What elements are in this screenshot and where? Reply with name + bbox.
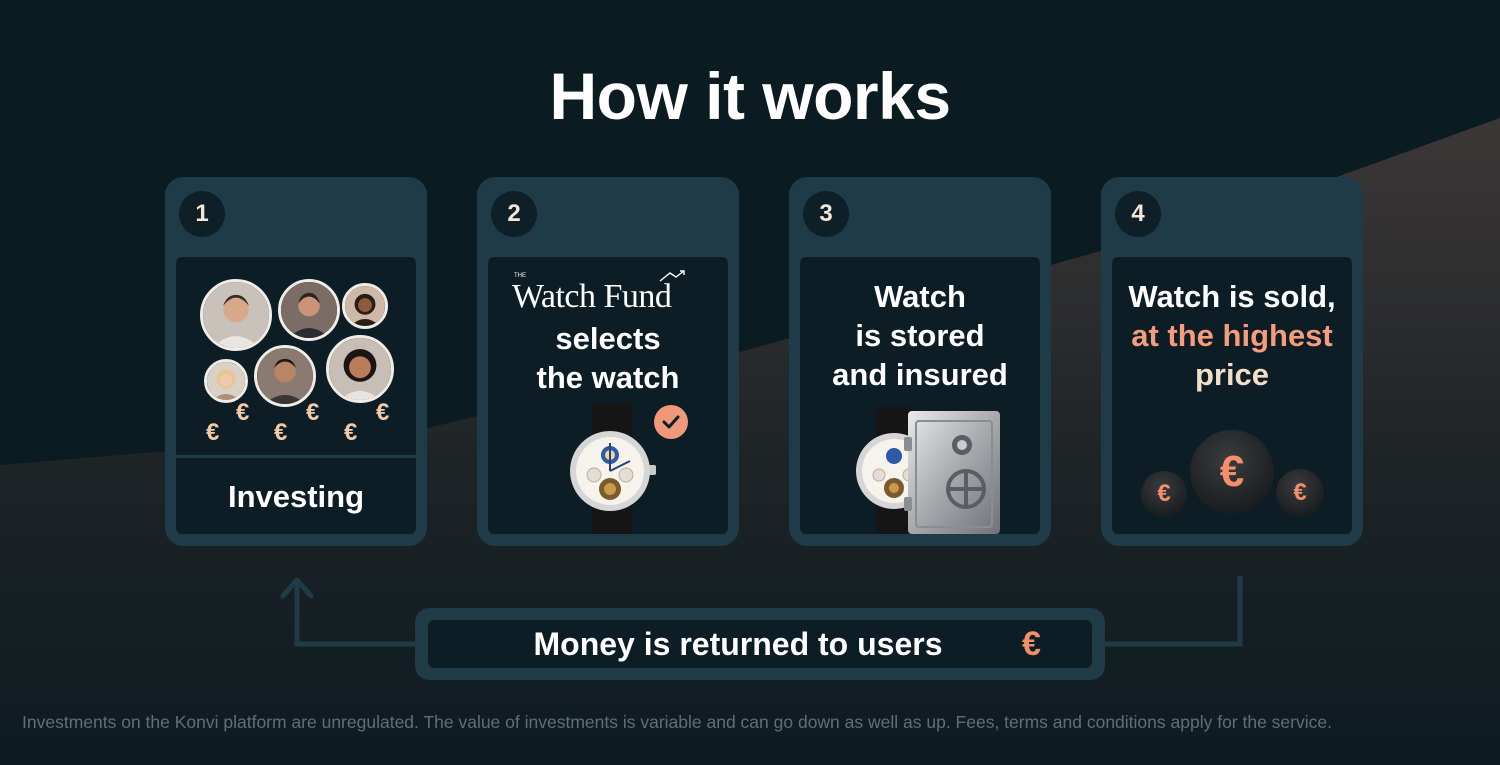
- euro-icon: €: [236, 399, 250, 426]
- euro-coin-icon: €: [1141, 471, 1187, 517]
- step-card-selects: 2 THE Watch Fund selects the watch: [477, 177, 739, 546]
- euro-icon: €: [306, 399, 320, 426]
- avatar: [326, 335, 394, 403]
- step-text-line1: Watch: [874, 279, 966, 314]
- step-label: Investing: [227, 479, 365, 514]
- check-icon: [654, 405, 688, 439]
- avatar: [200, 279, 272, 351]
- euro-icon: €: [206, 419, 220, 446]
- step-text-line1: Watch is sold,: [1128, 279, 1336, 314]
- money-returned-label: Money is returned to users: [533, 626, 943, 662]
- euro-icon: €: [344, 419, 358, 446]
- panel-divider: [176, 455, 416, 458]
- step-panel: THE Watch Fund selects the watch: [488, 257, 728, 534]
- logo-small-text: THE: [514, 273, 526, 279]
- euro-coin-icon: €: [1276, 469, 1324, 517]
- avatar: [278, 279, 340, 341]
- euro-coin-icon: €: [1190, 430, 1274, 514]
- step-panel: Watch is stored and insured: [800, 257, 1040, 534]
- watch-image: [570, 403, 656, 534]
- euro-icon: €: [1022, 625, 1041, 663]
- step-text-line2: at the highest: [1131, 318, 1333, 353]
- step-number-badge: 2: [491, 191, 537, 237]
- page-title: How it works: [549, 59, 951, 133]
- step-card-stored: 3 Watch is stored and insured: [789, 177, 1051, 546]
- step-text-line1: selects: [555, 321, 661, 356]
- avatar: [342, 283, 388, 329]
- step-text-line3: price: [1194, 357, 1270, 392]
- watch-fund-logo: THE Watch Fund: [512, 270, 685, 313]
- step-text-line2: is stored: [855, 318, 985, 353]
- avatar: [254, 345, 316, 407]
- safe-image: [904, 411, 1000, 534]
- step-number-badge: 1: [179, 191, 225, 237]
- step-panel: € € € € € € Investing: [176, 257, 416, 534]
- avatar: [204, 359, 248, 403]
- step-number-badge: 3: [803, 191, 849, 237]
- euro-icon: €: [376, 399, 390, 426]
- money-returned-panel: Money is returned to users €: [428, 620, 1092, 668]
- step-text-line3: and insured: [832, 357, 1008, 392]
- step-card-investing: 1 € € € € € € Investing: [165, 177, 427, 546]
- step-number-badge: 4: [1115, 191, 1161, 237]
- step-text-line2: the watch: [536, 360, 680, 395]
- step-card-sold: 4 Watch is sold, at the highest price € …: [1101, 177, 1363, 546]
- euro-icon: €: [274, 419, 288, 446]
- step-panel: Watch is sold, at the highest price € € …: [1112, 257, 1352, 534]
- logo-text: Watch Fund: [512, 278, 672, 313]
- disclaimer-text: Investments on the Konvi platform are un…: [22, 712, 1332, 732]
- money-returned-box: Money is returned to users €: [415, 608, 1105, 680]
